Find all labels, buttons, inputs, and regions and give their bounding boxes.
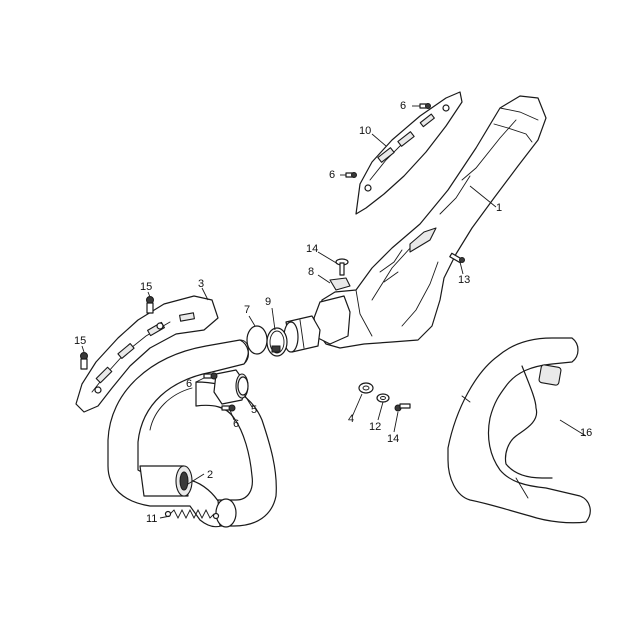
bolt-15-upper (146, 296, 154, 314)
bolt-13 (449, 252, 465, 264)
screw-6-left (345, 172, 357, 178)
bolt-15-lower (80, 352, 88, 370)
callout-14-lower: 14 (387, 433, 399, 445)
silencer-body (313, 95, 547, 349)
heat-shield-upper (355, 91, 463, 215)
callout-9: 9 (265, 296, 271, 308)
callout-15-lower: 15 (74, 335, 86, 347)
gasket-ring (246, 325, 268, 355)
screw-6-header-b (221, 404, 236, 412)
washer-12 (376, 393, 390, 403)
header-pipe-right (447, 337, 591, 524)
callout-8: 8 (308, 266, 314, 278)
screw-6-upper (419, 103, 431, 109)
callout-6-left: 6 (329, 169, 335, 181)
header-pipe (107, 339, 277, 528)
gasket-small (237, 376, 249, 396)
clamp (266, 327, 288, 357)
callout-1: 1 (496, 202, 502, 214)
callout-3: 3 (198, 278, 204, 290)
callout-12: 12 (369, 421, 381, 433)
callout-10: 10 (359, 125, 371, 137)
leader-lines (81, 105, 587, 519)
callout-6-header-a: 6 (186, 378, 192, 390)
screw-6-header-a (203, 372, 218, 380)
inlet-sleeve (283, 315, 321, 353)
callout-7: 7 (244, 304, 250, 316)
heat-shield-lower (75, 295, 219, 413)
callout-5: 5 (251, 404, 257, 416)
washer-4 (358, 382, 374, 394)
callout-16: 16 (580, 427, 592, 439)
bolt-14-lower (394, 403, 411, 412)
callout-11: 11 (146, 513, 157, 525)
bolt-14-top (335, 258, 349, 276)
callout-14-top: 14 (306, 243, 318, 255)
callout-4: 4 (348, 413, 354, 425)
callout-6-upper: 6 (400, 100, 406, 112)
callout-6-header-b: 6 (233, 418, 239, 430)
callout-2: 2 (207, 469, 213, 481)
callout-15-upper: 15 (140, 281, 152, 293)
washer-8 (329, 277, 351, 291)
spring (164, 508, 220, 520)
callout-labels: 1 2 3 4 5 6 6 6 6 7 8 9 10 11 12 13 14 1… (74, 100, 592, 525)
callout-13: 13 (458, 274, 470, 286)
